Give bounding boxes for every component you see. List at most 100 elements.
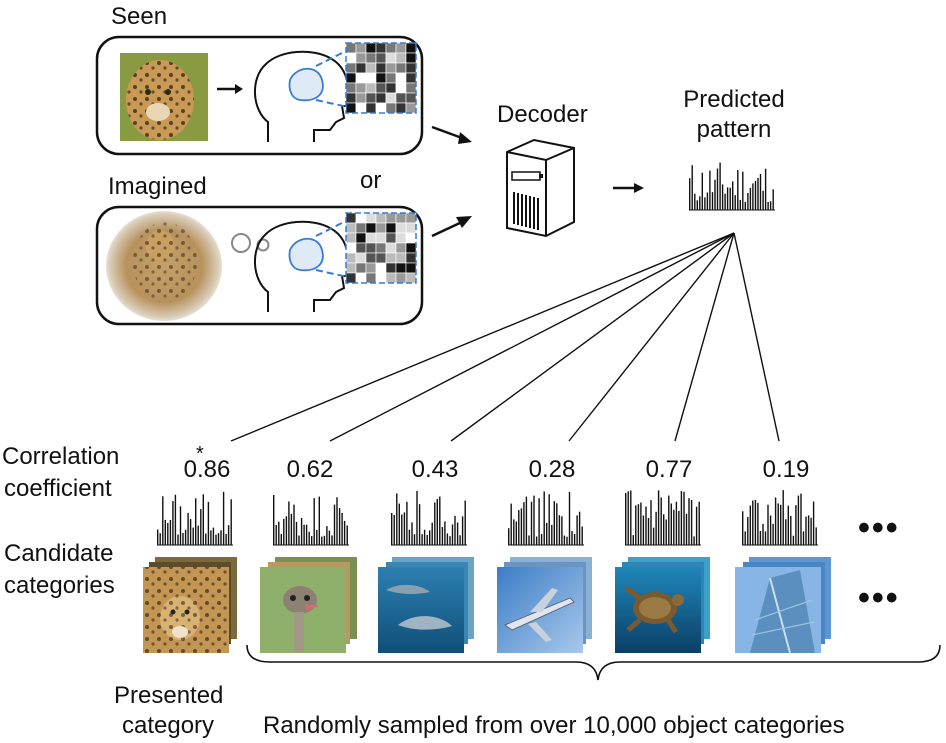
- voxel-cell: [345, 52, 357, 64]
- pattern-bar: [446, 533, 449, 545]
- correlation-label-line2: coefficient: [4, 475, 112, 502]
- voxel-cell: [395, 262, 407, 274]
- imagined-panel: [95, 205, 424, 326]
- pattern-bar: [688, 498, 690, 545]
- pattern-bar: [568, 491, 571, 545]
- pattern-bar: [398, 503, 400, 545]
- pattern-bar: [406, 501, 408, 545]
- voxel-cell: [355, 262, 367, 274]
- voxel-cell: [345, 42, 357, 54]
- pattern-bar: [660, 497, 662, 545]
- coefficient-value: 0.28: [528, 456, 576, 483]
- pattern-bar: [726, 187, 729, 210]
- pattern-bar: [642, 515, 645, 545]
- voxel-cell: [345, 252, 357, 264]
- pattern-bar: [790, 515, 792, 545]
- voxel-cell: [405, 62, 417, 74]
- pattern-bar: [693, 536, 695, 545]
- pattern-bar: [769, 515, 772, 545]
- pattern-bar: [640, 502, 642, 545]
- pattern-bar: [217, 533, 220, 545]
- voxel-cell: [385, 272, 397, 284]
- pattern-bar: [744, 201, 746, 210]
- pattern-bar: [343, 520, 346, 545]
- pattern-bar: [762, 190, 764, 210]
- coefficient-value: 0.62: [286, 456, 334, 483]
- voxel-cell: [355, 242, 367, 254]
- pattern-bar: [546, 522, 548, 545]
- pattern-bar: [288, 501, 290, 545]
- pattern-bar: [800, 493, 802, 545]
- pattern-bar: [295, 521, 298, 545]
- voxel-cell: [385, 82, 397, 94]
- pattern-bar: [563, 535, 566, 545]
- pattern-bar: [283, 518, 285, 545]
- pattern-bar: [767, 201, 769, 210]
- pattern-bar: [212, 527, 215, 545]
- pattern-bar: [744, 531, 746, 545]
- pattern-bar: [408, 529, 411, 545]
- pattern-bar: [777, 503, 779, 545]
- pattern-bar: [749, 505, 751, 545]
- voxel-cell: [355, 212, 367, 224]
- voxel-cell: [375, 222, 387, 234]
- voxel-cell: [385, 232, 397, 244]
- pattern-bar: [696, 200, 698, 210]
- random-sampled-label: Randomly sampled from over 10,000 object…: [263, 712, 845, 739]
- pattern-bar: [162, 496, 164, 545]
- pattern-bar: [184, 529, 187, 545]
- pattern-bar: [691, 165, 693, 210]
- pattern-bar: [678, 510, 680, 545]
- decoder-label: Decoder: [497, 101, 588, 128]
- pattern-bar: [189, 519, 192, 545]
- voxel-cell: [395, 212, 407, 224]
- pattern-bar: [454, 515, 456, 545]
- coefficient-value: 0.43: [411, 456, 459, 483]
- voxel-cell: [345, 102, 357, 114]
- pattern-bar: [222, 491, 225, 545]
- voxel-cell: [405, 272, 417, 284]
- voxel-cell: [395, 42, 407, 54]
- pattern-bar: [508, 528, 510, 545]
- pattern-bar: [701, 172, 703, 210]
- pattern-bar: [187, 512, 189, 545]
- pattern-bar: [812, 501, 815, 545]
- pattern-bar: [815, 527, 817, 545]
- voxel-cell: [355, 42, 367, 54]
- pattern-bar: [561, 516, 563, 545]
- pattern-bar: [785, 519, 787, 545]
- pattern-bar: [645, 506, 647, 545]
- pattern-bar: [685, 513, 688, 545]
- thought-bubble-icon: [231, 233, 251, 253]
- candidate-image-airplane: [497, 557, 592, 653]
- voxel-cell: [345, 72, 357, 84]
- pattern-bar: [721, 184, 724, 210]
- pattern-bar: [683, 491, 685, 545]
- pattern-bar: [543, 491, 545, 545]
- pattern-bar: [737, 170, 739, 210]
- voxel-cell: [385, 52, 397, 64]
- pattern-bar: [429, 530, 431, 545]
- pattern-bar: [576, 515, 578, 545]
- pattern-bar: [411, 522, 413, 545]
- pattern-bar: [762, 523, 764, 545]
- pattern-bar: [764, 531, 767, 545]
- pattern-bar: [528, 535, 530, 545]
- pattern-bar: [273, 495, 275, 545]
- imagined-label: Imagined: [108, 173, 207, 200]
- voxel-cell: [375, 42, 387, 54]
- pattern-bar: [734, 195, 736, 210]
- pattern-bar: [578, 511, 581, 545]
- pattern-bar: [714, 179, 716, 210]
- coefficient-value: 0.86: [183, 456, 231, 483]
- pattern-bar: [333, 504, 336, 545]
- pattern-bar: [742, 511, 744, 545]
- pattern-bar: [305, 524, 308, 545]
- voxel-cell: [385, 212, 397, 224]
- voxel-cell: [345, 232, 357, 244]
- pattern-bar: [754, 180, 757, 210]
- voxel-cell: [385, 242, 397, 254]
- pattern-bar: [523, 502, 525, 545]
- pattern-bar: [757, 178, 759, 210]
